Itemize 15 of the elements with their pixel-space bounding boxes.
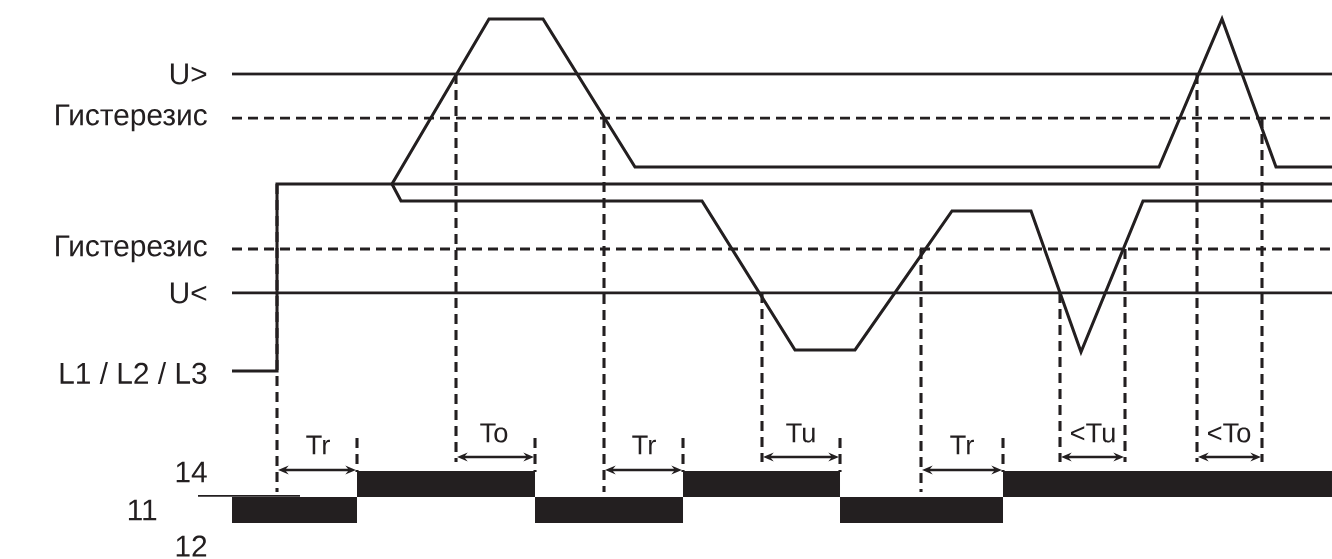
- time-label: To: [480, 423, 508, 443]
- contact-number: 11: [128, 499, 157, 521]
- contact-number: 14: [176, 461, 207, 483]
- time-label: Tr: [632, 435, 656, 455]
- level-label: Гистерезис: [56, 235, 207, 263]
- time-label: Tr: [306, 435, 330, 455]
- time-label: Tu: [786, 423, 815, 443]
- contact-number: 12: [176, 535, 207, 557]
- time-label: <Tu: [1071, 423, 1115, 443]
- time-label: Tr: [950, 435, 974, 455]
- level-label: Гистерезис: [56, 104, 207, 132]
- time-label: <To: [1208, 423, 1251, 443]
- input-label: L1 / L2 / L3: [60, 362, 207, 384]
- level-label: U<: [170, 282, 207, 304]
- level-label: U>: [170, 63, 207, 85]
